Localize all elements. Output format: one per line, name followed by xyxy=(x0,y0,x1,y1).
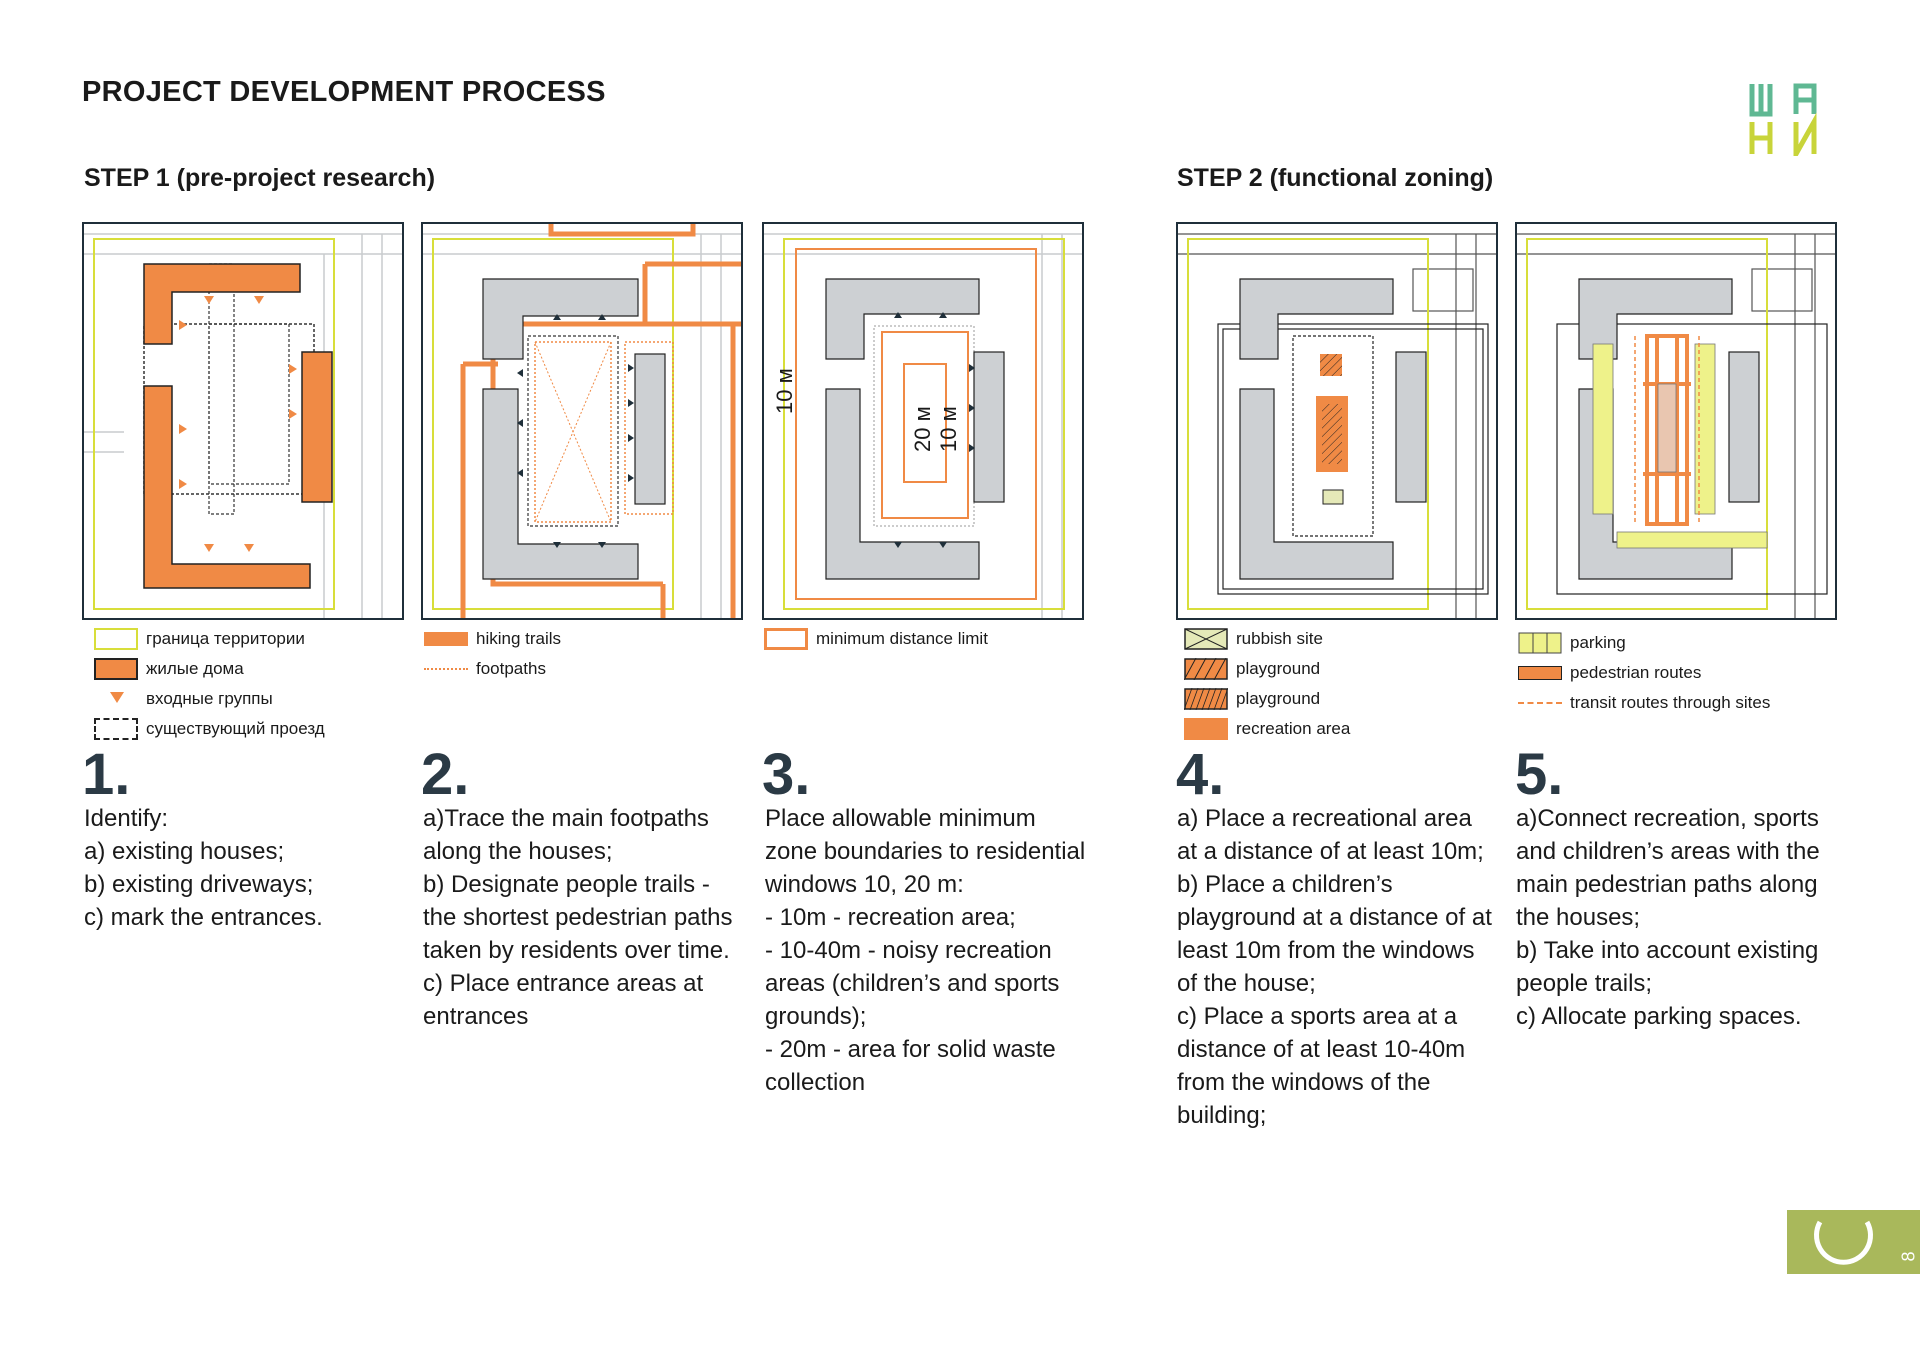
pedestrian-route-swatch xyxy=(1518,666,1562,680)
legend-5: parking pedestrian routes transit routes… xyxy=(1518,628,1770,718)
step-number-1: 1. xyxy=(82,742,131,807)
recreation-area-swatch xyxy=(1184,718,1228,740)
circle-logo-icon xyxy=(1814,1220,1873,1265)
legend-item: minimum distance limit xyxy=(764,624,988,654)
legend-item: жилые дома xyxy=(94,654,325,684)
legend-item: transit routes through sites xyxy=(1518,688,1770,718)
logo xyxy=(1748,82,1838,164)
parking-swatch xyxy=(1518,632,1562,654)
step-number-4: 4. xyxy=(1176,742,1225,807)
page-title: PROJECT DEVELOPMENT PROCESS xyxy=(82,76,606,108)
distance-label-10m-left: 10 м xyxy=(772,368,797,414)
playground-swatch xyxy=(1183,687,1229,711)
step1-title: STEP 1 (pre-project research) xyxy=(84,164,436,192)
playground-swatch xyxy=(1183,657,1228,681)
driveway-swatch xyxy=(94,718,138,740)
panel-1-site-research xyxy=(82,222,404,620)
residential-house-swatch xyxy=(94,658,138,680)
transit-route-swatch xyxy=(1518,702,1562,704)
step-number-5: 5. xyxy=(1515,742,1564,807)
legend-3: minimum distance limit xyxy=(764,624,988,654)
step-1-description: Identify:a) existing houses;b) existing … xyxy=(84,805,323,931)
legend-item: rubbish site xyxy=(1184,624,1350,654)
legend-item: recreation area xyxy=(1184,714,1350,744)
house-shape xyxy=(143,385,311,589)
legend-1: граница территории жилые дома входные гр… xyxy=(94,624,325,744)
panel-4-functional-zoning xyxy=(1176,222,1498,620)
panel-2-footpaths xyxy=(421,222,743,620)
legend-item: playground xyxy=(1183,654,1350,684)
territory-boundary-swatch xyxy=(94,628,138,650)
legend-item: footpaths xyxy=(424,654,561,684)
legend-item: playground xyxy=(1183,684,1350,714)
page-number: 8 xyxy=(1898,1251,1919,1262)
distance-label-10m-center: 10 м xyxy=(936,406,961,452)
legend-item: parking xyxy=(1518,628,1770,658)
page-number-badge: 8 xyxy=(1787,1210,1920,1274)
house-shape xyxy=(143,263,301,345)
legend-item: существующий проезд xyxy=(94,714,325,744)
legend-2: hiking trails footpaths xyxy=(424,624,561,684)
panel-3-distance-limits: 10 м 20 м 10 м xyxy=(762,222,1084,620)
distance-label-20m: 20 м xyxy=(910,406,935,452)
legend-item: pedestrian routes xyxy=(1518,658,1770,688)
legend-4: rubbish site playground playground recre… xyxy=(1183,624,1350,744)
rubbish-site-swatch xyxy=(1184,628,1228,650)
legend-item: входные группы xyxy=(94,684,325,714)
footpath-swatch xyxy=(424,668,468,670)
house-shape xyxy=(301,351,333,503)
legend-item: hiking trails xyxy=(424,624,561,654)
hiking-trail-swatch xyxy=(424,632,468,646)
distance-limit-swatch xyxy=(764,628,808,650)
legend-item: граница территории xyxy=(94,624,325,654)
step-number-2: 2. xyxy=(421,742,470,807)
territory-boundary xyxy=(93,238,335,610)
step2-title: STEP 2 (functional zoning) xyxy=(1177,164,1494,192)
entrance-triangle-icon xyxy=(94,688,138,710)
panel-5-connections-parking xyxy=(1515,222,1837,620)
step-number-3: 3. xyxy=(762,742,811,807)
